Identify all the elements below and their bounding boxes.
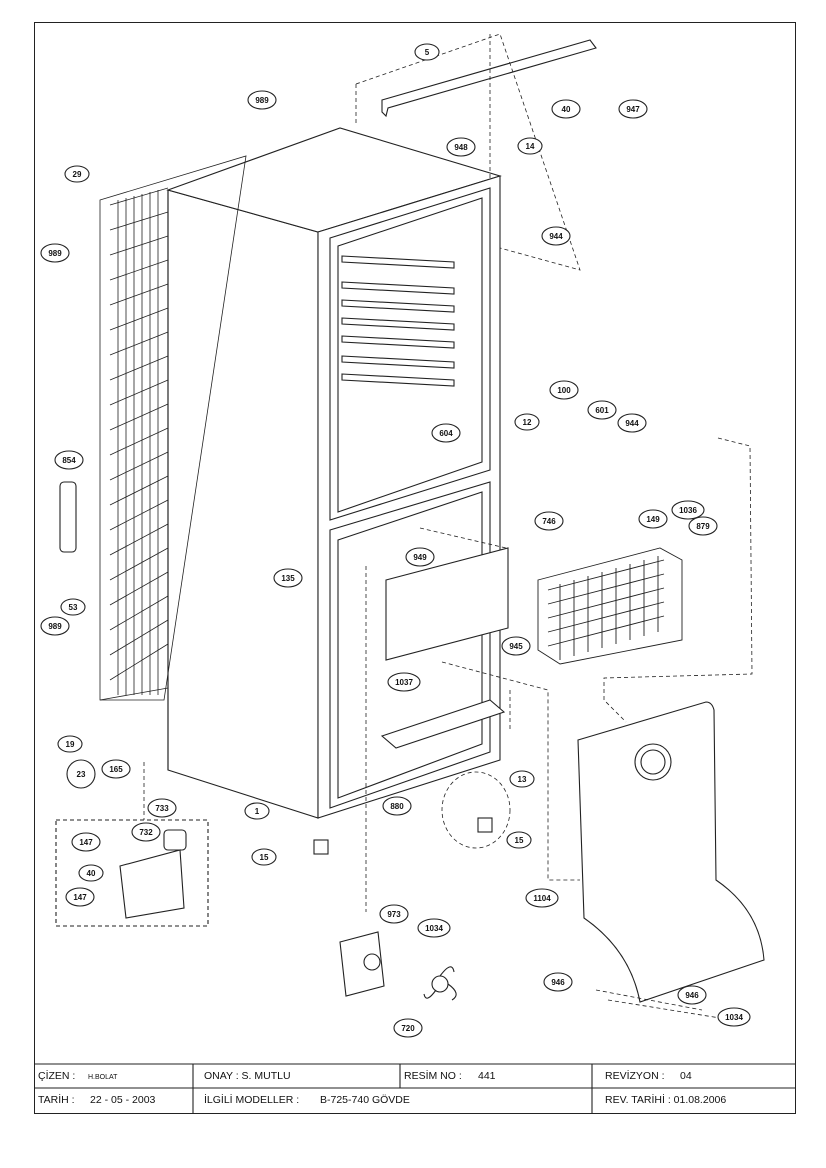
- title-block: ÇİZEN : H.BOLAT ONAY : S. MUTLU RESİM NO…: [34, 1064, 796, 1114]
- tarih-value: 22 - 05 - 2003: [90, 1094, 156, 1106]
- condenser-grid: [99, 155, 247, 701]
- callout-945: 945: [509, 642, 523, 651]
- resim-label: RESİM NO :: [404, 1070, 462, 1082]
- callout-989: 989: [48, 622, 62, 631]
- callout-29: 29: [73, 170, 82, 179]
- callout-854: 854: [62, 456, 76, 465]
- onay: ONAY : S. MUTLU: [204, 1070, 291, 1082]
- callout-149: 149: [646, 515, 660, 524]
- callout-23: 23: [77, 770, 86, 779]
- callout-944: 944: [549, 232, 563, 241]
- callout-720: 720: [401, 1024, 415, 1033]
- callout-19: 19: [66, 740, 75, 749]
- rev-tarihi: REV. TARİHİ : 01.08.2006: [605, 1094, 727, 1106]
- callout-15: 15: [260, 853, 269, 862]
- assembly-guide-lines: [143, 33, 753, 1019]
- callout-12: 12: [523, 418, 532, 427]
- callout-989: 989: [255, 96, 269, 105]
- callout-946: 946: [685, 991, 699, 1000]
- fan-motor-bracket: [339, 931, 385, 997]
- callout-733: 733: [155, 804, 169, 813]
- drip-tray: [380, 699, 506, 749]
- callout-40: 40: [562, 105, 571, 114]
- drawing-sheet-border: [34, 22, 796, 1114]
- callout-53: 53: [69, 603, 78, 612]
- callout-604: 604: [439, 429, 453, 438]
- callout-14: 14: [526, 142, 535, 151]
- callout-946: 946: [551, 978, 565, 987]
- back-cover: [577, 701, 765, 1003]
- callout-ovals: [40, 43, 751, 1038]
- callout-15: 15: [515, 836, 524, 845]
- revizyon-label: REVİZYON :: [605, 1070, 665, 1082]
- revizyon-value: 04: [680, 1070, 692, 1082]
- thermostat-housing: [119, 849, 185, 919]
- freezer-shelves: [341, 255, 455, 387]
- callout-165: 165: [109, 765, 123, 774]
- callout-601: 601: [595, 406, 609, 415]
- callout-147: 147: [73, 893, 87, 902]
- callout-1036: 1036: [679, 506, 697, 515]
- callout-100: 100: [557, 386, 571, 395]
- fan-grille: [634, 743, 672, 781]
- callout-947: 947: [626, 105, 640, 114]
- callout-147: 147: [79, 838, 93, 847]
- callout-135: 135: [281, 574, 295, 583]
- modeller-value: B-725-740 GÖVDE: [320, 1094, 410, 1106]
- cizen-value: H.BOLAT: [88, 1074, 118, 1081]
- thermostat-knob: [163, 829, 187, 851]
- cabinet-body: [166, 127, 502, 819]
- callout-1: 1: [255, 807, 260, 816]
- top-rail: [381, 39, 597, 118]
- tarih-label: TARİH :: [38, 1094, 75, 1106]
- callout-948: 948: [454, 143, 468, 152]
- callout-973: 973: [387, 910, 401, 919]
- callout-5: 5: [425, 48, 430, 57]
- callout-989: 989: [48, 249, 62, 258]
- callout-1037: 1037: [395, 678, 413, 687]
- callout-949: 949: [413, 553, 427, 562]
- resim-value: 441: [478, 1070, 496, 1082]
- callout-746: 746: [542, 517, 556, 526]
- title-block-grid: [34, 1063, 796, 1114]
- callout-879: 879: [696, 522, 710, 531]
- callout-13: 13: [518, 775, 527, 784]
- cizen-label: ÇİZEN :: [38, 1070, 76, 1082]
- control-box-dashed: [55, 819, 209, 927]
- spring: [59, 481, 77, 553]
- callout-1034: 1034: [425, 924, 443, 933]
- modeller-label: İLGİLİ MODELLER :: [204, 1094, 300, 1106]
- fan-blade: [423, 966, 457, 1001]
- callout-1104: 1104: [533, 894, 551, 903]
- callout-732: 732: [139, 828, 153, 837]
- adjustable-feet: [313, 817, 493, 855]
- callout-880: 880: [390, 802, 404, 811]
- callout-40: 40: [87, 869, 96, 878]
- callout-1034: 1034: [725, 1013, 743, 1022]
- evaporator-cover-plate: [385, 547, 509, 661]
- evaporator-coil: [537, 547, 683, 665]
- callout-944: 944: [625, 419, 639, 428]
